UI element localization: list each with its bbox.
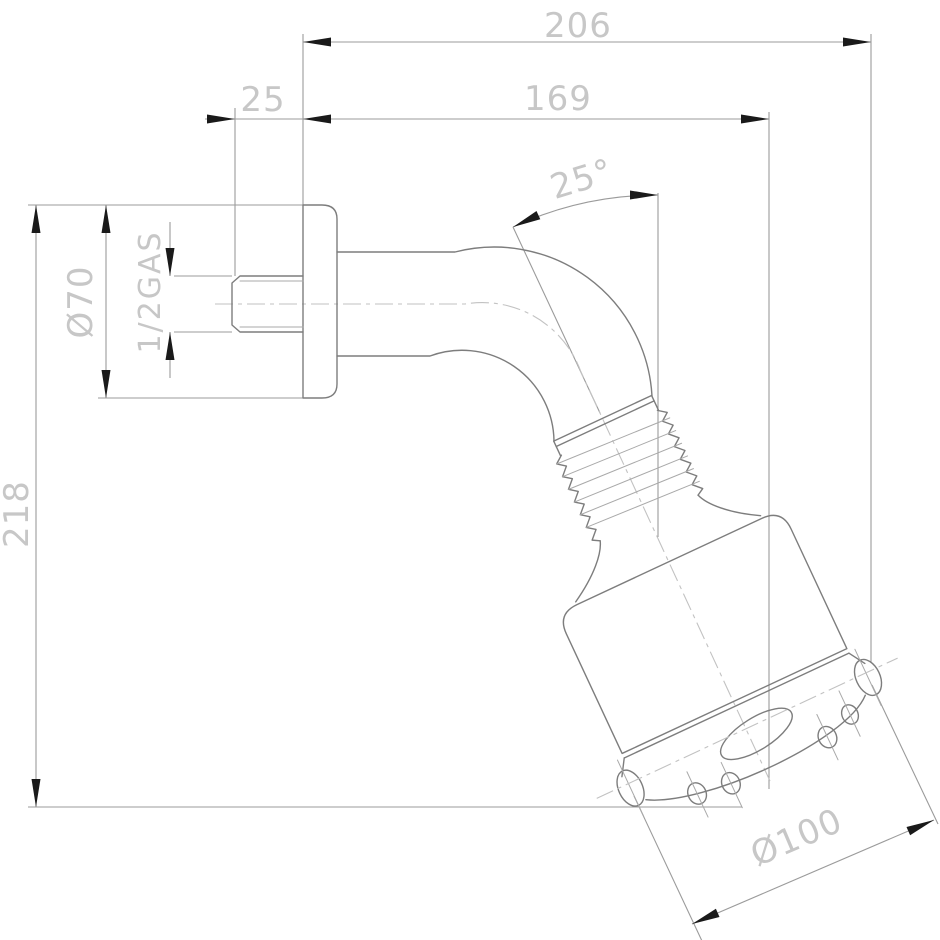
- head-thread: [552, 394, 762, 603]
- arrowheads: [31, 37, 934, 924]
- face-edge: [645, 694, 866, 801]
- centerlines: [215, 302, 771, 782]
- thread-ridges-left: [555, 454, 601, 542]
- arm-joint-lines: [552, 394, 655, 448]
- thread-crest-lines: [556, 417, 700, 528]
- thread-ridges-right: [656, 409, 704, 496]
- extension-lines: [28, 34, 939, 940]
- arm-bottom-edge: [336, 349, 555, 442]
- collar-sides: [552, 394, 660, 457]
- rim-ring-lines: [621, 647, 850, 759]
- dimension-lines: [35, 41, 935, 925]
- dim-thread-protrusion-label: 25: [240, 80, 285, 120]
- shower-arm: [336, 246, 653, 442]
- dim-line-d100: [691, 819, 935, 925]
- dim-total-height-label: 218: [0, 480, 37, 548]
- angle-ref-axis: [512, 226, 601, 414]
- rim-band-sides: [621, 652, 866, 778]
- body-outline: [562, 514, 848, 754]
- face-plane-centerline: [596, 657, 898, 799]
- nozzle-tick-lines: [616, 648, 882, 818]
- flange-outline: [302, 204, 338, 399]
- head-body: [562, 514, 883, 807]
- dim-tilt-angle-label: 25°: [546, 151, 618, 208]
- thread-to-body-flare: [574, 494, 762, 603]
- wall-flange: [231, 204, 338, 399]
- arm-top-edge: [336, 246, 653, 397]
- dimension-labels: 206 25 169 25° Ø70 1/2GAS 218 Ø100: [0, 6, 849, 875]
- inlet-thread-outline: [231, 275, 304, 333]
- dim-flange-diameter-label: Ø70: [61, 265, 101, 338]
- face-slot: [719, 707, 793, 761]
- shower-head: [552, 394, 898, 818]
- dim-reach-label: 169: [524, 79, 592, 119]
- dim-thread-spec-label: 1/2GAS: [133, 230, 168, 353]
- arm-axis-centerline: [215, 302, 771, 782]
- angle-arc: [512, 194, 659, 228]
- inlet-thread-root-lines: [239, 280, 304, 328]
- dim-total-width-label: 206: [544, 6, 612, 46]
- spray-face: [596, 648, 898, 818]
